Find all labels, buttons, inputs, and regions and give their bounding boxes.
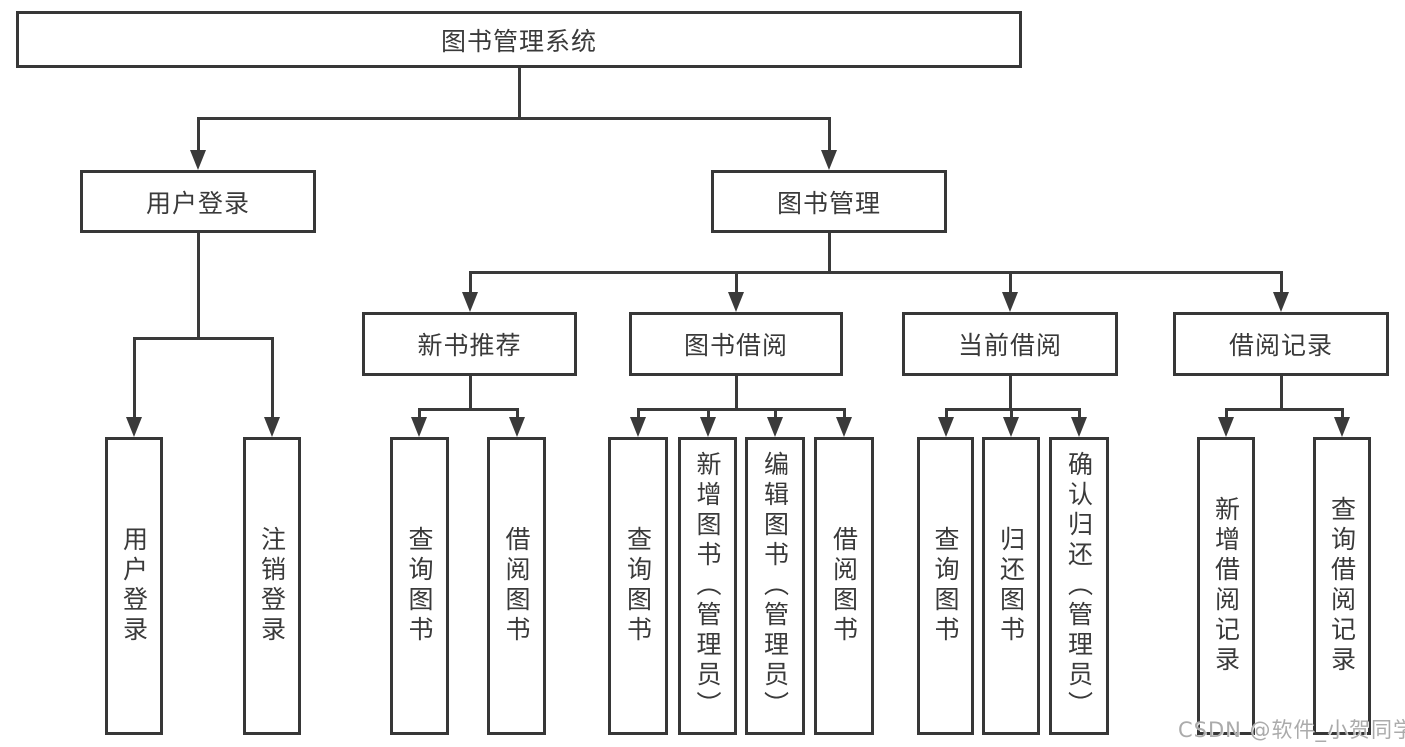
- connector-arrow-stem: [516, 408, 519, 421]
- connector-arrow-stem: [1341, 408, 1344, 421]
- connector-arrow-stem: [133, 337, 136, 421]
- node-label: 用户登录: [119, 526, 149, 646]
- arrowhead-down-icon: [821, 150, 837, 170]
- leaf-add-borrow-record: 新增借阅记录: [1197, 437, 1255, 735]
- leaf-query-borrow-record: 查询借阅记录: [1313, 437, 1371, 735]
- connector-arrow-stem: [774, 408, 777, 421]
- arrowhead-down-icon: [264, 417, 280, 437]
- arrowhead-down-icon: [1002, 292, 1018, 312]
- leaf-logout: 注销登录: [243, 437, 301, 735]
- node-label: 图书管理系统: [440, 26, 597, 56]
- connector-vline: [1009, 376, 1012, 411]
- leaf-user-login: 用户登录: [105, 437, 163, 735]
- node-label: 借阅图书: [502, 526, 531, 646]
- connector-arrow-stem: [197, 117, 200, 154]
- leaf-return-books: 归还图书: [982, 437, 1040, 735]
- connector-vline: [197, 233, 200, 340]
- node-label: 编辑图书（管理员）: [760, 451, 790, 721]
- node-new-book-recommend: 新书推荐: [362, 312, 577, 376]
- node-book-management: 图书管理: [711, 170, 947, 233]
- connector-hline: [1225, 408, 1344, 411]
- node-label: 新增图书（管理员）: [693, 451, 722, 721]
- connector-arrow-stem: [828, 117, 831, 154]
- leaf-borrow-books-borrowing: 借阅图书: [814, 437, 874, 735]
- node-user-login: 用户登录: [80, 170, 316, 233]
- node-label: 图书借阅: [683, 331, 788, 360]
- connector-hline: [197, 117, 831, 120]
- connector-arrow-stem: [271, 337, 274, 421]
- node-label: 归还图书: [996, 526, 1026, 646]
- connector-arrow-stem: [1078, 408, 1081, 421]
- node-label: 查询图书: [931, 526, 960, 646]
- connector-vline: [828, 233, 831, 274]
- arrowhead-down-icon: [1003, 417, 1019, 437]
- connector-vline: [469, 376, 472, 411]
- leaf-query-books-recommend: 查询图书: [390, 437, 449, 735]
- node-label: 注销登录: [257, 526, 287, 646]
- connector-arrow-stem: [843, 408, 846, 421]
- node-borrowing-records: 借阅记录: [1173, 312, 1389, 376]
- node-label: 图书管理: [776, 188, 881, 218]
- connector-arrow-stem: [735, 271, 738, 296]
- node-book-borrowing: 图书借阅: [629, 312, 843, 376]
- node-label: 借阅记录: [1228, 331, 1333, 360]
- leaf-add-book-admin: 新增图书（管理员）: [678, 437, 737, 735]
- arrowhead-down-icon: [700, 417, 716, 437]
- arrowhead-down-icon: [728, 292, 744, 312]
- connector-arrow-stem: [469, 271, 472, 296]
- connector-arrow-stem: [707, 408, 710, 421]
- node-label: 查询图书: [623, 526, 653, 646]
- arrowhead-down-icon: [126, 417, 142, 437]
- arrowhead-down-icon: [1071, 417, 1087, 437]
- connector-vline: [735, 376, 738, 411]
- arrowhead-down-icon: [190, 150, 206, 170]
- connector-arrow-stem: [1009, 271, 1012, 296]
- arrowhead-down-icon: [938, 417, 954, 437]
- leaf-edit-book-admin: 编辑图书（管理员）: [745, 437, 805, 735]
- node-label: 查询图书: [405, 526, 434, 646]
- arrowhead-down-icon: [836, 417, 852, 437]
- leaf-confirm-return-admin: 确认归还（管理员）: [1049, 437, 1109, 735]
- arrowhead-down-icon: [630, 417, 646, 437]
- node-label: 新书推荐: [417, 331, 522, 360]
- connector-arrow-stem: [1225, 408, 1228, 421]
- node-label: 当前借阅: [957, 331, 1062, 360]
- leaf-borrow-books-recommend: 借阅图书: [487, 437, 546, 735]
- node-label: 确认归还（管理员）: [1064, 451, 1094, 721]
- connector-hline: [637, 408, 846, 411]
- node-label: 查询借阅记录: [1327, 496, 1357, 676]
- arrowhead-down-icon: [767, 417, 783, 437]
- arrowhead-down-icon: [411, 417, 427, 437]
- connector-vline: [1280, 376, 1283, 411]
- connector-hline: [418, 408, 519, 411]
- arrowhead-down-icon: [1273, 292, 1289, 312]
- arrowhead-down-icon: [1334, 417, 1350, 437]
- node-current-borrowing: 当前借阅: [902, 312, 1118, 376]
- node-label: 新增借阅记录: [1211, 496, 1241, 676]
- node-label: 借阅图书: [829, 526, 859, 646]
- connector-vline: [518, 68, 521, 120]
- connector-arrow-stem: [945, 408, 948, 421]
- arrowhead-down-icon: [462, 292, 478, 312]
- arrowhead-down-icon: [1218, 417, 1234, 437]
- watermark: CSDN @软件_小贺同学: [1178, 718, 1405, 742]
- connector-hline: [945, 408, 1081, 411]
- connector-arrow-stem: [418, 408, 421, 421]
- leaf-query-books-current: 查询图书: [917, 437, 974, 735]
- leaf-query-books-borrowing: 查询图书: [608, 437, 668, 735]
- connector-hline: [133, 337, 274, 340]
- node-label: 用户登录: [145, 188, 250, 218]
- connector-arrow-stem: [1010, 408, 1013, 421]
- connector-arrow-stem: [1280, 271, 1283, 296]
- arrowhead-down-icon: [509, 417, 525, 437]
- node-system-root: 图书管理系统: [16, 11, 1022, 68]
- connector-hline: [469, 271, 1283, 274]
- connector-arrow-stem: [637, 408, 640, 421]
